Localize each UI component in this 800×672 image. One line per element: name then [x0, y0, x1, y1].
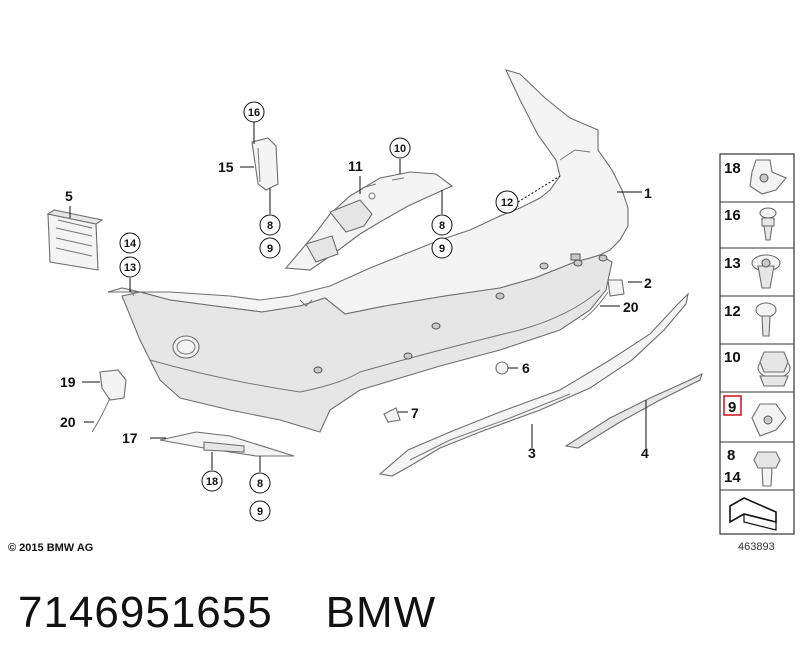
vent-grille	[46, 209, 104, 271]
svg-text:14: 14	[124, 238, 137, 250]
plain-labels: 1 2 3 4 5 6 7 11 15 17 19 20 20	[60, 158, 652, 461]
svg-text:13: 13	[124, 262, 136, 274]
sidebar-item-10: 10	[724, 349, 791, 387]
svg-text:8: 8	[439, 220, 445, 232]
leader-lines	[69, 122, 647, 472]
plug-6	[495, 361, 509, 375]
label-2: 2	[644, 275, 652, 291]
callout-8-mid: 8	[431, 214, 453, 236]
sidebar-item-12: 12	[724, 302, 777, 337]
callout-8-top: 8	[259, 214, 281, 236]
callout-16: 16	[243, 101, 265, 123]
svg-text:9: 9	[439, 243, 445, 255]
callout-14: 14	[119, 232, 141, 254]
brand-name: BMW	[325, 588, 437, 637]
tow-cap	[91, 369, 127, 433]
label-4: 4	[641, 445, 649, 461]
svg-text:18: 18	[724, 160, 741, 177]
label-20-left: 20	[60, 414, 76, 430]
svg-text:9: 9	[267, 243, 273, 255]
label-7: 7	[411, 405, 419, 421]
callout-9-top: 9	[259, 237, 281, 259]
label-20-right: 20	[623, 299, 639, 315]
svg-text:8: 8	[257, 478, 263, 490]
sidebar-item-8-14: 8 14	[724, 447, 781, 487]
label-5: 5	[65, 188, 73, 204]
cover-bracket-right	[581, 279, 625, 321]
callout-18: 18	[201, 470, 223, 492]
sidebar-item-13: 13	[724, 254, 781, 289]
label-17: 17	[122, 430, 138, 446]
circled-labels: 16 8 9 10 8 9 12 14 13 18 8 9	[119, 101, 519, 522]
callout-9-bottom: 9	[249, 500, 271, 522]
trim-strip	[564, 372, 703, 449]
svg-text:8: 8	[727, 447, 735, 464]
label-19: 19	[60, 374, 76, 390]
centre-bracket	[284, 171, 454, 271]
label-11: 11	[348, 158, 363, 174]
svg-text:12: 12	[724, 303, 741, 320]
svg-text:10: 10	[724, 349, 741, 366]
plug-7	[383, 407, 401, 423]
part-number: 7146951655	[18, 588, 273, 637]
diagram-number: 463893	[738, 541, 775, 553]
support-17	[159, 431, 295, 457]
callout-12: 12	[495, 190, 519, 214]
footer-caption: 7146951655 BMW	[18, 588, 436, 638]
label-3: 3	[528, 445, 536, 461]
callout-8-bottom: 8	[249, 472, 271, 494]
svg-text:8: 8	[267, 220, 273, 232]
lower-trim	[378, 292, 689, 477]
parts-diagram: 1 2 3 4 5 6 7 11 15 17 19 20 20 16 8 9 1…	[46, 69, 795, 535]
callout-13: 13	[119, 256, 141, 278]
callout-10: 10	[389, 137, 411, 159]
svg-text:9: 9	[728, 399, 736, 416]
sidebar-item-18: 18	[724, 159, 787, 195]
bumper-cover	[107, 69, 629, 433]
label-1: 1	[644, 185, 652, 201]
svg-text:16: 16	[724, 207, 741, 224]
sidebar-item-9: 9	[723, 395, 787, 437]
svg-text:10: 10	[394, 143, 406, 155]
fastener-sidebar: 18 16 13 12 10	[719, 153, 795, 535]
sidebar-item-16: 16	[724, 207, 777, 241]
svg-text:14: 14	[724, 469, 741, 486]
label-6: 6	[522, 360, 530, 376]
label-15: 15	[218, 159, 234, 175]
svg-text:9: 9	[257, 506, 263, 518]
svg-text:13: 13	[724, 255, 741, 272]
svg-text:16: 16	[248, 107, 260, 119]
svg-text:12: 12	[501, 197, 513, 209]
svg-text:18: 18	[206, 476, 218, 488]
callout-9-mid: 9	[431, 237, 453, 259]
arrow-icon	[729, 497, 777, 531]
copyright-text: © 2015 BMW AG	[8, 542, 94, 554]
side-bracket	[251, 137, 279, 191]
